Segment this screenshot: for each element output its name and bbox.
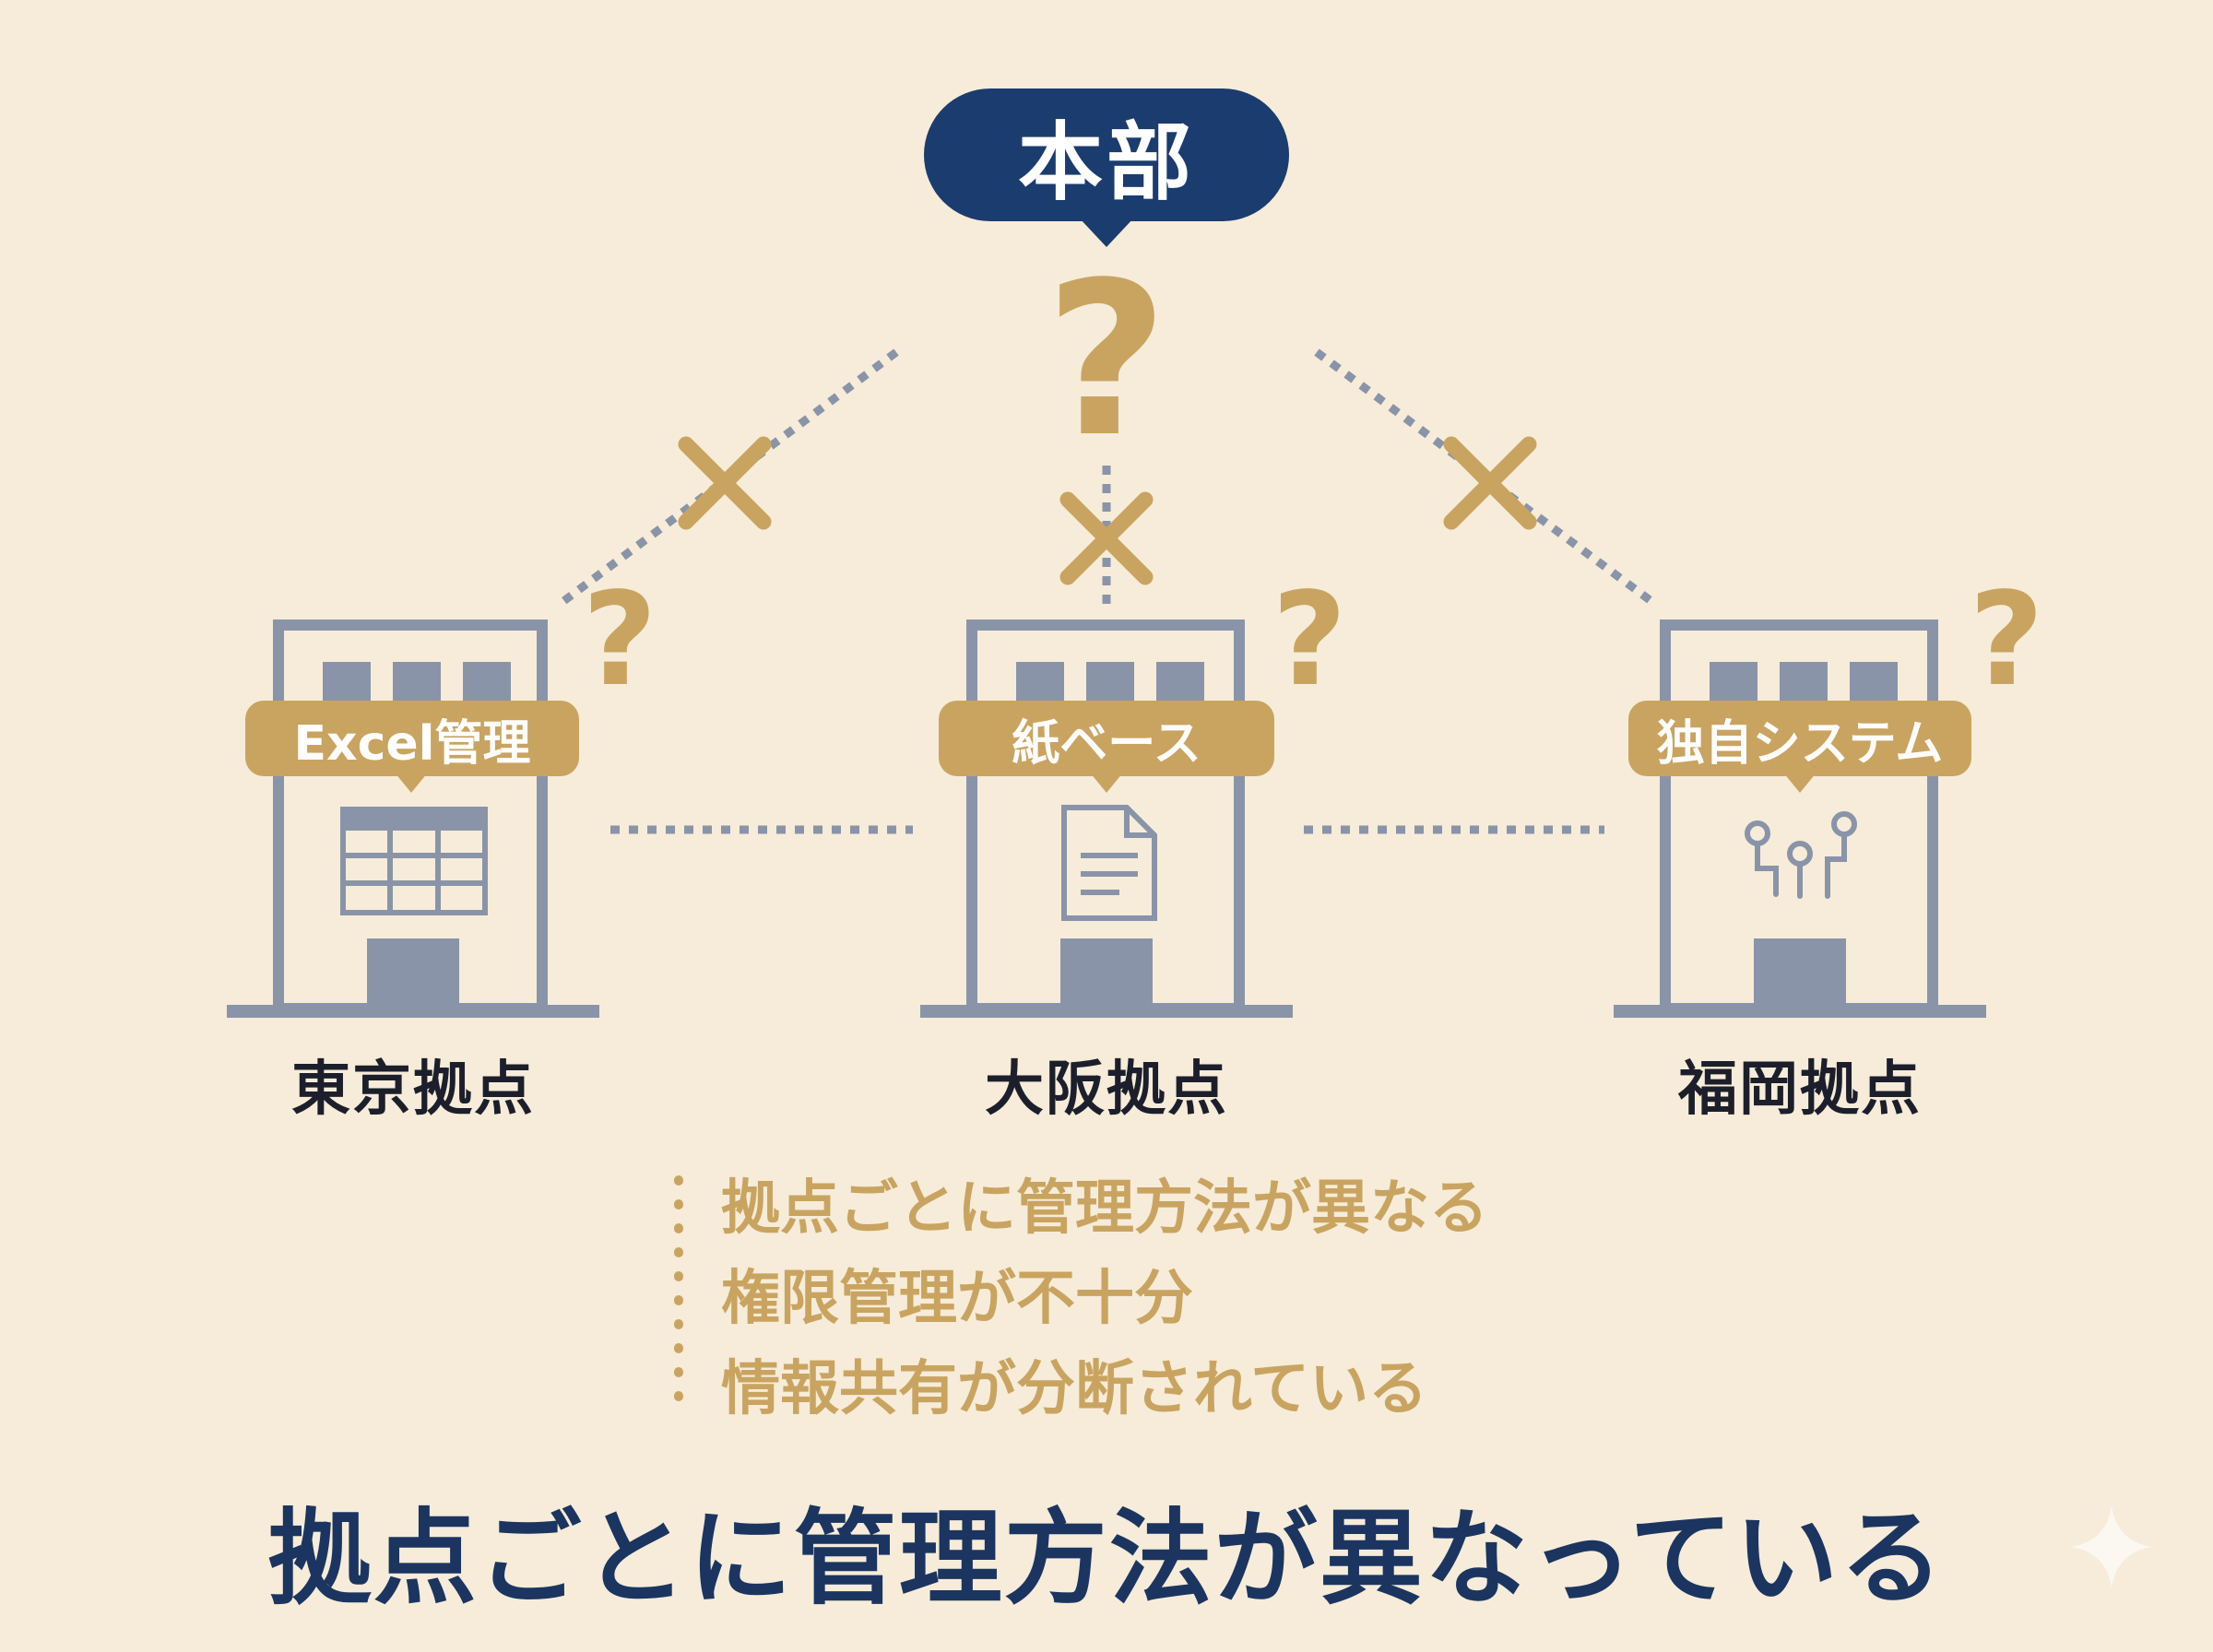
question-mark-osaka: ?	[1272, 565, 1346, 715]
site-name-tokyo: 東京拠点	[291, 1056, 535, 1124]
tag-bubble-osaka	[939, 701, 1274, 793]
tag-label-fukuoka: 独自システム	[1656, 715, 1944, 772]
headline: 拠点ごとに管理方法が異なっている	[267, 1499, 1946, 1619]
building-fukuoka	[1614, 620, 1986, 1018]
issues-list: 拠点ごとに管理方法が異なる 権限管理が不十分 情報共有が分断されている	[721, 1163, 1488, 1434]
headquarters-bubble	[924, 88, 1289, 247]
cross-icon-osaka	[1059, 491, 1154, 585]
tag-bubble-fukuoka	[1628, 701, 1971, 793]
tag-label-osaka: 紙ベース	[1012, 715, 1201, 772]
building-tokyo	[227, 620, 599, 1018]
question-mark-fukuoka: ?	[1969, 565, 2043, 715]
site-name-fukuoka: 福岡拠点	[1678, 1056, 1922, 1124]
question-mark-tokyo: ?	[582, 565, 657, 715]
issue-item: 拠点ごとに管理方法が異なる	[721, 1174, 1488, 1243]
tag-bubble-tokyo	[245, 701, 579, 793]
issue-item: 情報共有が分断されている	[721, 1355, 1428, 1423]
tag-label-tokyo: Excel管理	[293, 715, 531, 772]
sparkle-icon	[2071, 1506, 2152, 1587]
issue-item: 権限管理が不十分	[721, 1265, 1193, 1333]
broken-link-marks	[678, 436, 1537, 585]
building-osaka	[920, 620, 1293, 1018]
question-mark-hq: ?	[1045, 238, 1167, 484]
cross-icon-tokyo	[678, 436, 772, 530]
spreadsheet-icon	[340, 807, 488, 915]
document-icon	[1061, 805, 1157, 921]
cross-icon-fukuoka	[1443, 436, 1537, 530]
circuit-icon	[1745, 811, 1857, 899]
headquarters-label: 本部	[1017, 112, 1195, 212]
site-name-osaka: 大阪拠点	[985, 1056, 1228, 1124]
